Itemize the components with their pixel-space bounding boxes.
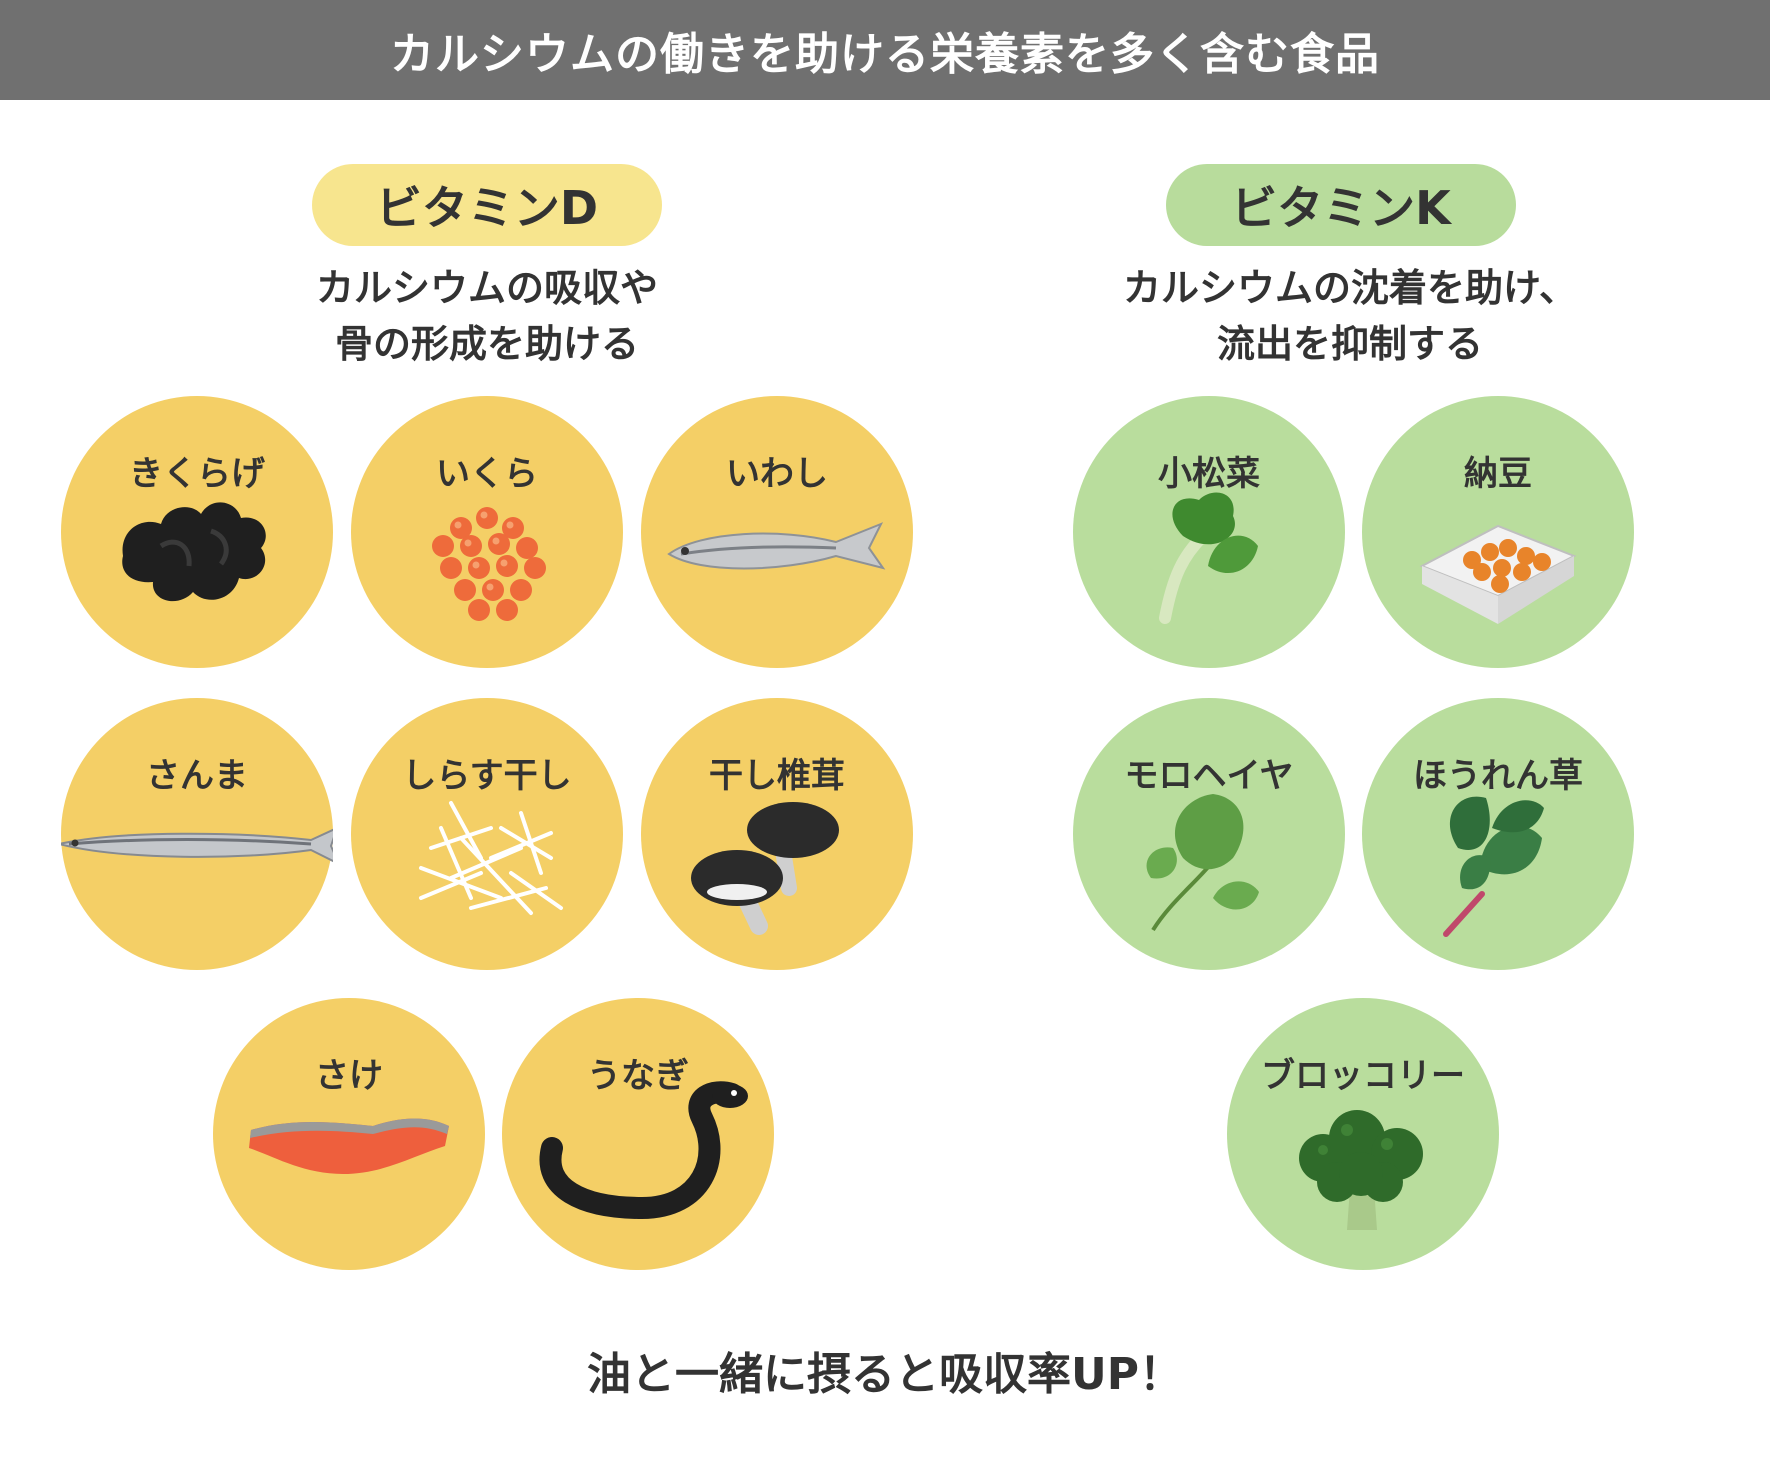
- food-label: 納豆: [1464, 454, 1532, 494]
- eel-icon: [539, 1081, 748, 1220]
- saury-icon: [61, 828, 333, 863]
- spinach-icon: [1443, 796, 1544, 937]
- food-label: 小松菜: [1158, 454, 1260, 494]
- food-label: さんま: [146, 756, 248, 796]
- shirasu-icon: [419, 801, 563, 915]
- vitamin-k-description: カルシウムの沈着を助け、 流出を抑制する: [1030, 260, 1670, 372]
- food-item-sake: さけ: [213, 998, 485, 1270]
- vitamin-k-description-line1: カルシウムの沈着を助け、: [1122, 266, 1578, 310]
- food-label: さけ: [315, 1056, 383, 1096]
- footer-note: 油と一緒に摂ると吸収率UP！: [587, 1349, 1183, 1400]
- food-label: 干し椎茸: [709, 756, 845, 796]
- broccoli-icon: [1299, 1110, 1423, 1230]
- vitamin-k-description-line2: 流出を抑制する: [1216, 322, 1483, 366]
- food-label: しらす干し: [402, 756, 572, 796]
- food-item-hourensou: ほうれん草: [1362, 698, 1634, 970]
- food-item-iwashi: いわし: [641, 396, 913, 668]
- food-label: うなぎ: [587, 1056, 689, 1096]
- food-label: ほうれん草: [1413, 756, 1583, 796]
- food-item-broccoli: ブロッコリー: [1227, 998, 1499, 1270]
- salmon-icon: [249, 1118, 449, 1174]
- sardine-icon: [667, 522, 886, 570]
- moroheiya-icon: [1146, 794, 1259, 932]
- ikura-icon: [432, 507, 546, 621]
- food-label: モロヘイヤ: [1124, 756, 1294, 796]
- food-item-natto: 納豆: [1362, 396, 1634, 668]
- komatsuna-icon: [1159, 492, 1258, 624]
- food-item-ikura: いくら: [351, 396, 623, 668]
- food-label: いわし: [726, 454, 828, 494]
- shiitake-icon: [691, 802, 839, 935]
- vitamin-d-description: カルシウムの吸収や 骨の形成を助ける: [167, 260, 807, 372]
- vitamin-d-description-line2: 骨の形成を助ける: [334, 322, 639, 366]
- food-item-kikurage: きくらげ: [61, 396, 333, 668]
- vitamin-k-badge: ビタミンK: [1166, 164, 1516, 246]
- food-item-hoshi-shiitake: 干し椎茸: [641, 698, 913, 970]
- food-label: いくら: [436, 454, 538, 494]
- vitamin-d-description-line1: カルシウムの吸収や: [315, 266, 658, 310]
- natto-icon: [1419, 524, 1577, 624]
- kikurage-icon: [122, 502, 266, 602]
- food-label: きくらげ: [129, 454, 265, 494]
- food-item-sanma: さんま: [61, 698, 333, 970]
- food-item-komatsuna: 小松菜: [1073, 396, 1345, 668]
- food-item-unagi: うなぎ: [502, 998, 774, 1270]
- food-item-shirasu: しらす干し: [351, 698, 623, 970]
- vitamin-d-badge: ビタミンD: [312, 164, 662, 246]
- page-title: カルシウムの働きを助ける栄養素を多く含む食品: [0, 0, 1770, 100]
- food-item-moroheiya: モロヘイヤ: [1073, 698, 1345, 970]
- food-label: ブロッコリー: [1261, 1056, 1465, 1096]
